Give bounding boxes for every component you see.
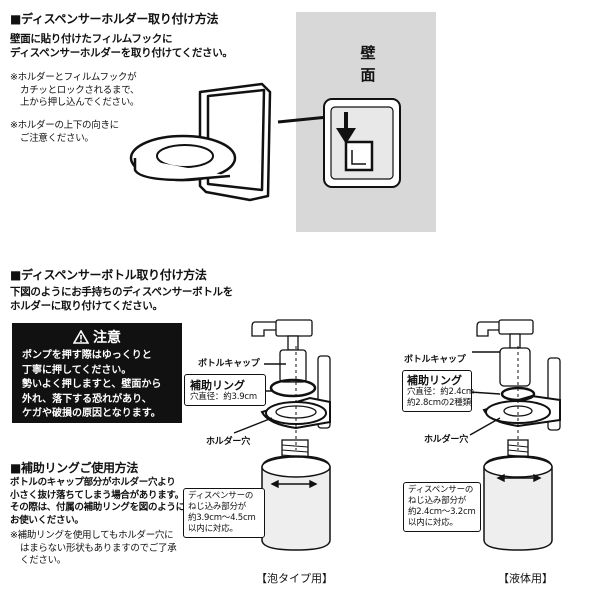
foam-ring-detail: 穴直径：約3.9cm [190, 392, 257, 402]
section2-instruction: 下図のようにお手持ちのディスペンサーボトルを ホルダーに取り付けてください。 [10, 286, 233, 312]
foam-ring-label-box: 補助リング 穴直径：約3.9cm [184, 374, 266, 406]
foam-thread-note: ディスペンサーの ねじ込み部分が 約3.9cm〜4.5cm 以内に対応。 [188, 491, 256, 534]
caution-box: 注意 ポンプを押す際はゆっくりと 丁寧に押してください。 勢いよく押しますと、壁… [12, 323, 182, 423]
down-arrow-icon [336, 112, 356, 144]
liquid-dispenser-illustration [476, 319, 561, 551]
section3-para2: ※補助リングを使用してもホルダー穴に はまらない形状もありますのでご了承 くださ… [10, 530, 177, 566]
liquid-hole-label: ホルダー穴 [424, 435, 469, 445]
liquid-thread-note-box: ディスペンサーの ねじ込み部分が 約2.4cm〜3.2cm 以内に対応。 [403, 482, 481, 532]
foam-ring-title: 補助リング [190, 379, 245, 392]
section2-heading: ■ディスペンサーボトル取り付け方法 [10, 268, 207, 282]
section1-note-orientation: ※ホルダーの上下の向きに ご注意ください。 [10, 120, 119, 144]
foam-dispenser-illustration [251, 319, 331, 551]
liquid-ring-detail: 穴直径：約2.4cm 約2.8cmの2種類 [407, 387, 474, 408]
section3-para1: ボトルのキャップ部分がホルダー穴より 小さく抜け落ちてしまう場合があります。 そ… [10, 477, 185, 526]
foam-hole-label: ホルダー穴 [206, 437, 251, 447]
section3-heading: ■補助リングご使用方法 [10, 461, 139, 475]
holder-illustration [129, 82, 272, 202]
liquid-arrows [469, 351, 542, 483]
warning-icon [72, 329, 90, 348]
liquid-cap-label: ボトルキャップ [404, 355, 466, 365]
wall-label: 壁面 [360, 44, 376, 84]
caution-title: 注意 [12, 327, 182, 348]
film-hook-illustration [323, 98, 401, 188]
liquid-ring-label-box: 補助リング 穴直径：約2.4cm 約2.8cmの2種類 [402, 370, 474, 412]
section1-note-lock: ※ホルダーとフィルムフックが カチッとロックされるまで、 上から押し込んでくださ… [10, 72, 140, 108]
foam-caption: 【泡タイプ用】 [256, 572, 333, 585]
foam-thread-note-box: ディスペンサーの ねじ込み部分が 約3.9cm〜4.5cm 以内に対応。 [183, 488, 265, 538]
caution-text: ポンプを押す際はゆっくりと 丁寧に押してください。 勢いよく押しますと、壁面から… [22, 350, 162, 419]
liquid-caption: 【液体用】 [498, 572, 553, 585]
section1-heading: ■ディスペンサーホルダー取り付け方法 [10, 12, 219, 26]
section1-instruction: 壁面に貼り付けたフィルムフックに ディスペンサーホルダーを取り付けてください。 [10, 33, 233, 59]
foam-cap-label: ボトルキャップ [198, 359, 260, 369]
liquid-thread-note: ディスペンサーの ねじ込み部分が 約2.4cm〜3.2cm 以内に対応。 [408, 485, 476, 528]
liquid-ring-title: 補助リング [407, 374, 462, 387]
